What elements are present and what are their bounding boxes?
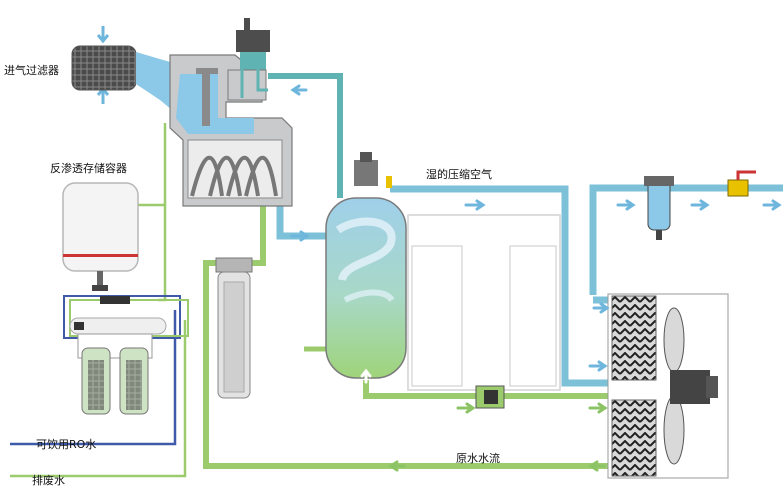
ro-drink-line [10, 310, 177, 446]
label-ro-storage-tank: 反渗透存储容器 [50, 162, 127, 175]
air-compressor [169, 18, 293, 207]
water-filter-cartridge [215, 257, 253, 399]
arrow-water-2 [588, 402, 608, 414]
raw-water-return [203, 206, 612, 469]
arrow-cooler-1 [592, 302, 610, 314]
ro-purifier [69, 296, 167, 415]
ro-storage-tank [62, 182, 139, 291]
teal-pipe-outlet [276, 206, 326, 240]
ball-valve [727, 170, 756, 197]
arrow-exit [762, 199, 782, 211]
label-humid-compressed-air: 湿的压缩空气 [426, 168, 492, 181]
arrow-separator-up [360, 368, 372, 384]
label-raw-water-flow: 原水水流 [456, 452, 500, 465]
label-waste-water: 排废水 [32, 474, 65, 487]
ro-feed-line [138, 123, 167, 207]
flow-arrows [290, 84, 782, 472]
arrow-water-1 [456, 402, 476, 414]
intake-arrow-up [96, 86, 110, 104]
arrow-filter-in [616, 199, 636, 211]
label-drinkable-ro-water: 可饮用RO水 [36, 438, 97, 451]
arrow-cooler-2 [588, 360, 608, 372]
cyclone-separator [325, 152, 407, 379]
cooler [607, 293, 729, 479]
raw-water-pipe [363, 380, 612, 399]
cooled-air-pipe [589, 184, 783, 295]
pipes [10, 73, 783, 478]
ro-waste-line [10, 320, 187, 478]
arrow-air-back [290, 84, 308, 96]
arrow-humid-air [464, 199, 486, 211]
after-filter [644, 176, 674, 240]
label-intake-filter: 进气过滤器 [4, 64, 59, 77]
humid-air-pipe [390, 185, 612, 387]
drain-trap [475, 385, 505, 409]
arrow-water-return-1 [588, 460, 606, 472]
ro-feed-line-2 [158, 205, 167, 302]
teal-pipe-top [268, 73, 343, 198]
intake-arrow-down [96, 26, 110, 44]
arrow-filter-out [690, 199, 710, 211]
arrow-water-return-2 [388, 460, 406, 472]
dryer-cabinet [407, 214, 561, 391]
arrow-outlet [290, 230, 310, 242]
intake-filter [71, 26, 185, 115]
